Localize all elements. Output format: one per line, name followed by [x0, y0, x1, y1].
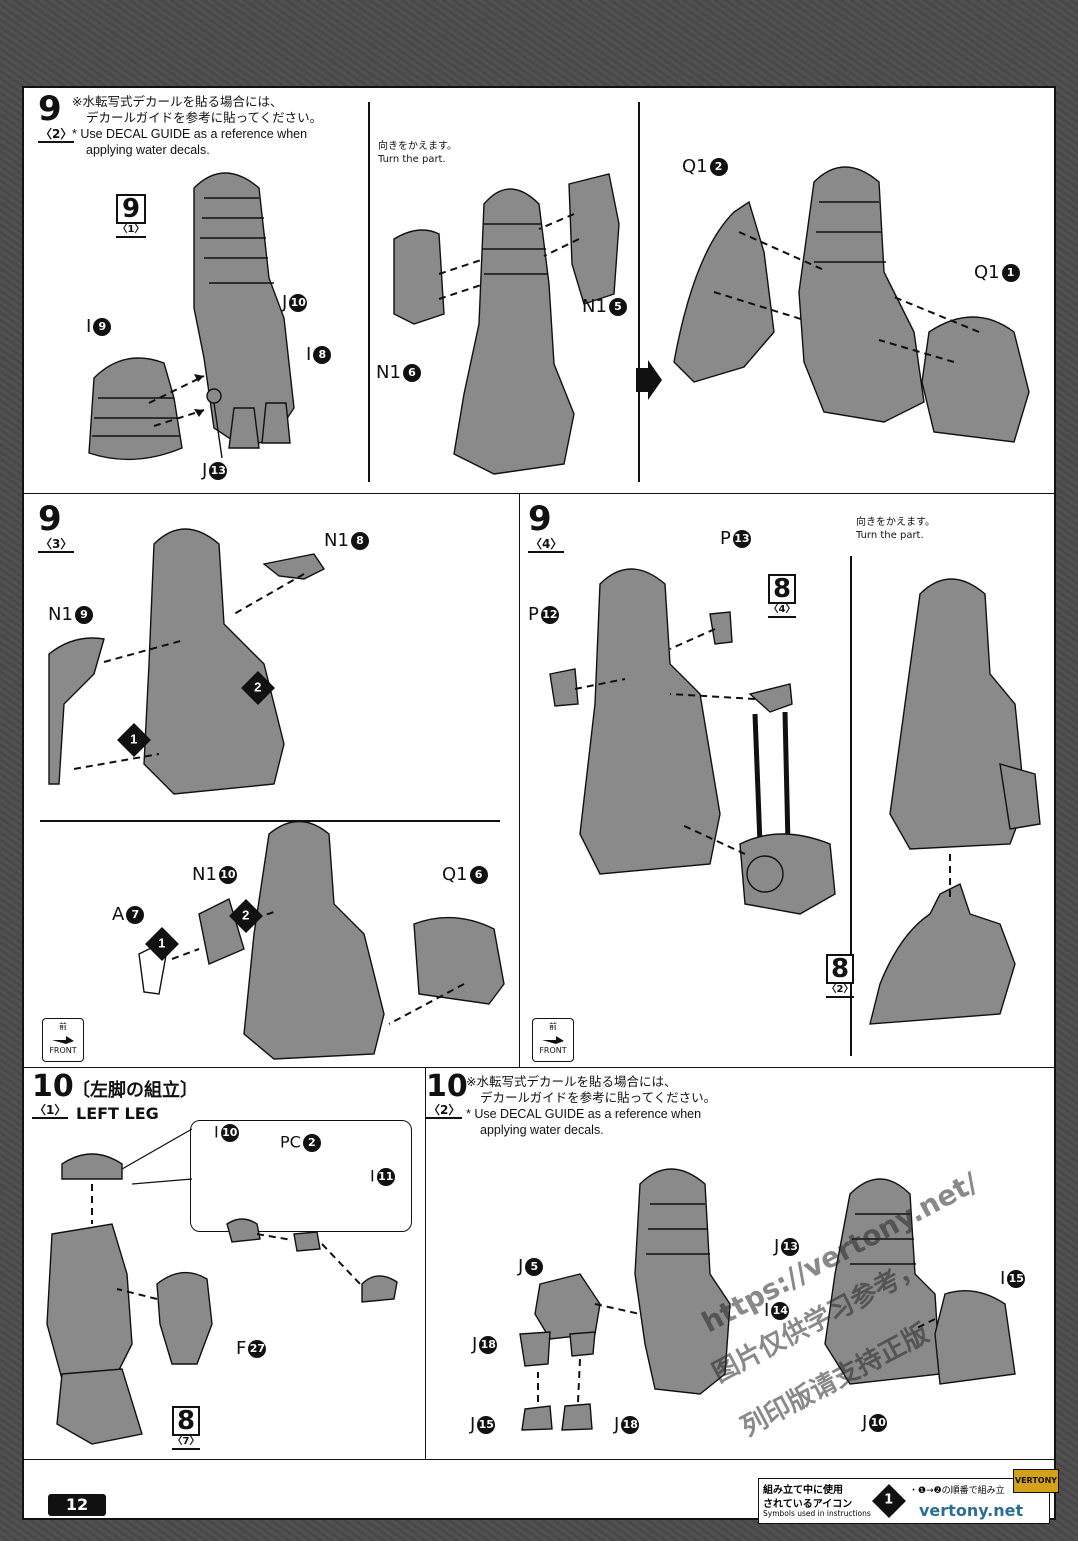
body-armor-art-a: [48, 528, 326, 795]
divider: [638, 102, 640, 482]
decal-note-en-2: applying water decals.: [480, 1123, 604, 1137]
section-title-en: LEFT LEG: [76, 1104, 159, 1123]
upper-leg-armor-art: [673, 166, 1030, 443]
step-10-2-panel: 10 〈2〉 ※水転写式デカールを貼る場合には、 デカールガイドを参考に貼ってく…: [426, 1068, 1054, 1460]
callout-wedge: [40, 820, 500, 822]
step-sub: 〈2〉: [38, 127, 75, 144]
divider: [368, 102, 370, 482]
decal-note: ※水転写式デカールを貼る場合には、 デカールガイドを参考に貼ってください。 * …: [466, 1074, 786, 1138]
step-sub: 〈2〉: [426, 1103, 463, 1120]
step-sub: 〈1〉: [32, 1103, 69, 1120]
step-sub: 〈3〉: [38, 537, 75, 554]
front-indicator: 前 FRONT: [532, 1018, 574, 1062]
ref-step-9-1: 9 〈1〉: [116, 194, 146, 238]
page-number: 12: [48, 1494, 106, 1516]
decal-note-en-1: * Use DECAL GUIDE as a reference when: [466, 1107, 702, 1121]
legend-jp-1: 組み立て中に使用: [763, 1485, 843, 1496]
order-badge-example: 1: [872, 1484, 906, 1518]
decal-note-jp-2: デカールガイドを参考に貼ってください。: [86, 110, 323, 125]
vertony-tag: VERTONY: [1013, 1469, 1059, 1493]
decal-note-en-1: * Use DECAL GUIDE as a reference when: [72, 127, 308, 141]
ref-step-8-7: 8 〈7〉: [172, 1406, 200, 1450]
left-leg-assembly-art: [46, 1128, 398, 1445]
divider: [850, 556, 852, 1056]
step-number: 10: [426, 1069, 468, 1104]
ref-step-8-2: 8 〈2〉: [826, 954, 854, 998]
upper-leg-cover-art: [393, 173, 620, 475]
decal-note-jp-2: デカールガイドを参考に貼ってください。: [480, 1090, 717, 1105]
step-number: 10: [32, 1069, 74, 1104]
decal-note: ※水転写式デカールを貼る場合には、 デカールガイドを参考に貼ってください。 * …: [72, 94, 392, 158]
turn-callout: 向きをかえます。 Turn the part.: [378, 141, 457, 165]
ref-step-8-4: 8 〈4〉: [768, 574, 796, 618]
step-9-2-panel: 9 〈2〉 ※水転写式デカールを貼る場合には、 デカールガイドを参考に貼ってくだ…: [24, 88, 1054, 494]
decal-note-jp-1: ※水転写式デカールを貼る場合には、: [466, 1074, 677, 1089]
body-armor-art-b: [138, 820, 505, 1060]
step-number: 9: [38, 89, 62, 129]
decal-note-jp-1: ※水転写式デカールを貼る場合には、: [72, 94, 283, 109]
detail-box: [190, 1120, 412, 1232]
decal-note-en-2: applying water decals.: [86, 143, 210, 157]
instruction-page: 9 〈2〉 ※水転写式デカールを貼る場合には、 デカールガイドを参考に貼ってくだ…: [22, 86, 1056, 1520]
step-number: 9: [38, 499, 62, 539]
symbol-legend: 組み立て中に使用 されているアイコン Symbols used in instr…: [758, 1469, 1059, 1524]
front-indicator: 前 FRONT: [42, 1018, 84, 1062]
upper-leg-assembly-art: [88, 172, 295, 461]
turn-callout: 向きをかえます。 Turn the part.: [856, 517, 935, 541]
legend-desc: ・❶→❷の順番で組み立: [909, 1486, 1005, 1496]
next-arrow-icon: [636, 360, 662, 400]
lower-leg-assembly-art: [519, 1168, 1016, 1431]
legend-en: Symbols used in instructions: [763, 1509, 871, 1518]
legend-jp-2: されているアイコン: [763, 1499, 853, 1510]
step-number: 9: [528, 499, 552, 539]
section-title-jp: 〔左脚の組立〕: [72, 1080, 198, 1101]
step-sub: 〈4〉: [528, 537, 565, 554]
waist-join-art: [869, 578, 1041, 1025]
vertony-site: vertony.net: [919, 1501, 1024, 1520]
backpack-assembly-art: [549, 568, 836, 915]
